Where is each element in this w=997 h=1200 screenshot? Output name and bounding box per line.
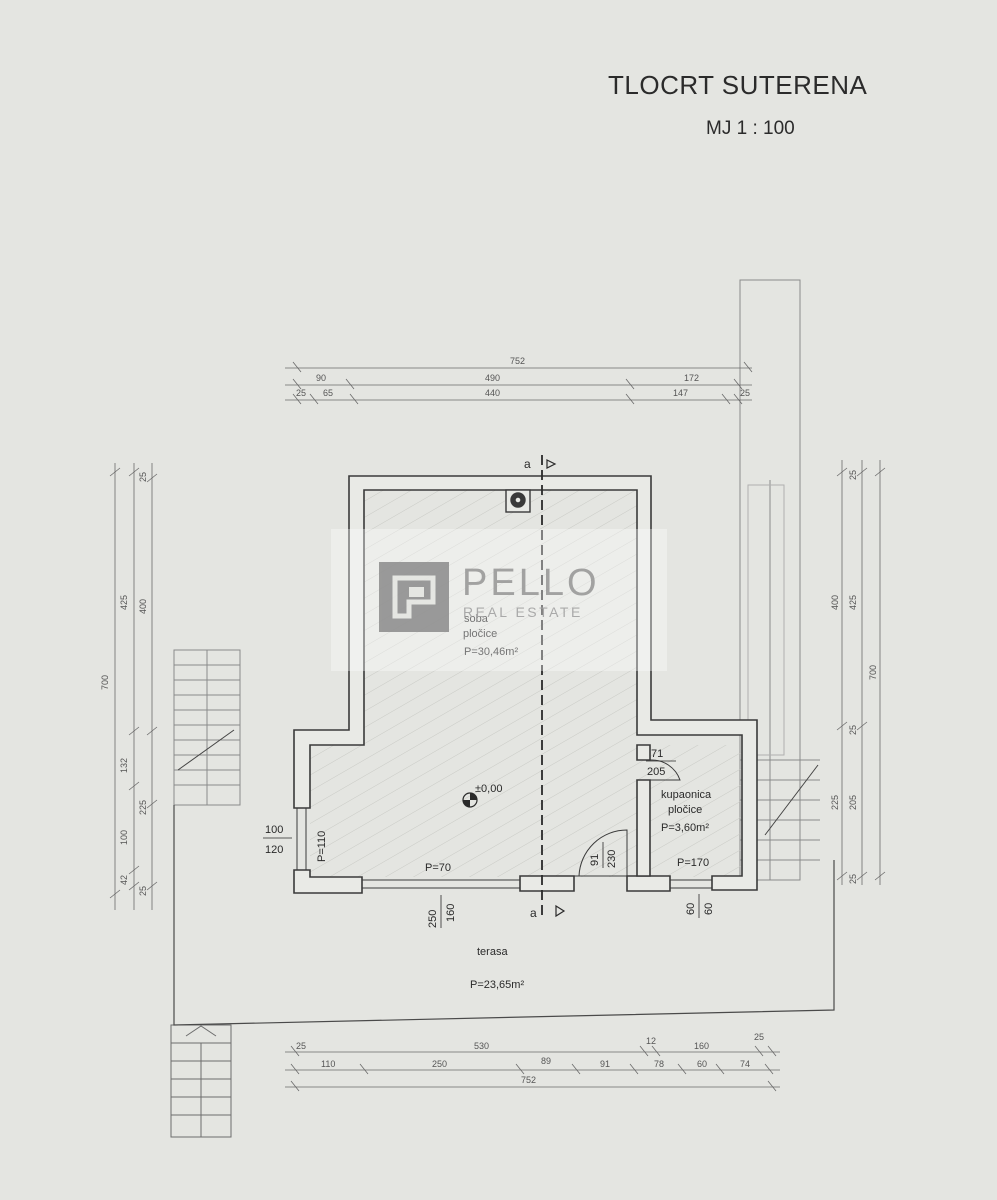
bath-window-width-label: 60 [685,903,697,915]
bath-window-height-label: 60 [703,903,715,915]
bath-door-height-label: 205 [647,766,665,778]
dim-right-3: 700 [868,665,878,680]
room-terasa-area: P=23,65m² [470,979,524,991]
dim-bottom1-3: 160 [694,1041,709,1051]
dim-right-5: 225 [830,795,840,810]
window-width-label: 100 [265,824,283,836]
dim-right-4: 25 [848,725,858,735]
top-dimension-lines [285,361,753,405]
pello-logo-icon [379,562,449,632]
dim-bottom2-3: 91 [600,1059,610,1069]
dim-bottom2-4: 78 [654,1059,664,1069]
dim-left-7: 42 [119,875,129,885]
room-kupaonica-floor: pločice [668,804,702,816]
dim-left-3: 700 [100,675,110,690]
dim-top3-4: 25 [740,388,750,398]
room-terasa-name: terasa [477,946,508,958]
chimney [505,489,531,513]
dim-bottom2-6: 74 [740,1059,750,1069]
dim-bottom2-0: 110 [321,1059,335,1069]
terrace-outline [173,805,835,1026]
dim-right-1: 400 [830,595,840,610]
dim-top3-1: 65 [323,388,333,398]
window-p110-label: P=110 [316,831,328,862]
dim-bottom2-5: 60 [697,1059,707,1069]
dim-left-2: 400 [138,599,148,614]
bottom-dimension-lines [285,1045,780,1092]
plan-scale: MJ 1 : 100 [706,118,795,139]
section-label-bottom: a [530,906,537,920]
room-soba-floor: pločice [463,628,497,640]
inner-door-height-label: 230 [606,850,618,868]
window-height-label: 120 [265,844,283,856]
dim-top-total: 752 [510,356,525,366]
dim-left-6: 100 [119,830,129,845]
dim-top2-0: 90 [316,373,326,383]
watermark-brand-subtitle: REAL ESTATE [463,604,583,620]
room-kupaonica-name: kupaonica [661,789,712,801]
dim-right-6: 205 [848,795,858,810]
dim-left-5: 225 [138,800,148,815]
left-stair [173,649,241,806]
dim-top3-2: 440 [485,388,500,398]
level-value: ±0,00 [475,783,502,795]
dim-right-2: 425 [848,595,858,610]
left-dimension-lines [109,463,158,910]
dim-bottom1-0: 25 [296,1041,306,1051]
right-dimension-lines [836,460,886,885]
walls [293,475,758,894]
section-label-top: a [524,457,531,471]
dim-bottom1-4: 25 [754,1032,764,1042]
bottom-stair [170,1024,232,1138]
dim-top2-2: 172 [684,373,699,383]
door-p70-label: P=70 [425,862,451,874]
door-height-label: 160 [445,904,457,922]
level-marker [462,792,478,808]
dim-bottom1-2: 12 [646,1036,656,1046]
dim-left-8: 25 [138,886,148,896]
dim-left-1: 425 [119,595,129,610]
dim-bottom2-1: 250 [432,1059,447,1069]
plan-title: TLOCRT SUTERENA [608,70,868,100]
room-soba-area: P=30,46m² [464,646,518,658]
dim-top3-3: 147 [673,388,688,398]
room-soba-name: soba [464,613,489,625]
dim-bottom-total: 752 [521,1075,536,1085]
watermark-brand-name: PELLO [462,562,600,604]
dim-left-4: 132 [119,758,129,773]
dim-right-7: 25 [848,874,858,884]
dim-bottom2-2: 89 [541,1056,551,1066]
inner-door-width-label: 91 [589,854,601,866]
bath-window-p170-label: P=170 [677,857,709,869]
room-kupaonica-area: P=3,60m² [661,822,709,834]
dim-bottom1-1: 530 [474,1041,489,1051]
dim-left-0: 25 [138,472,148,482]
dim-top2-1: 490 [485,373,500,383]
bath-door-width-label: 71 [651,748,663,760]
dim-right-0: 25 [848,470,858,480]
door-width-label: 250 [427,910,439,928]
dim-top3-0: 25 [296,388,306,398]
